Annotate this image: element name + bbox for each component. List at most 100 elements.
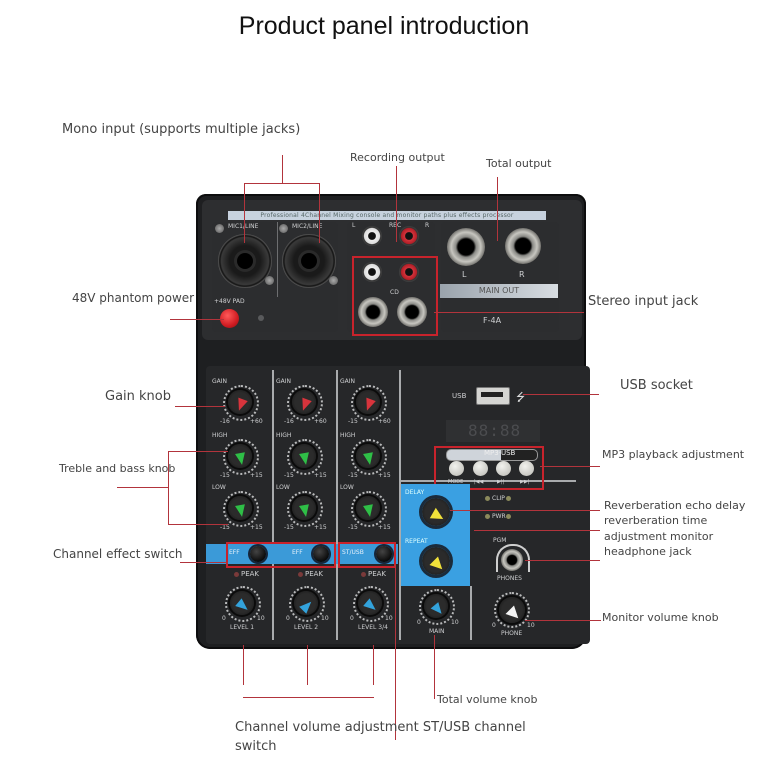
stereo-in-left-jack[interactable]	[358, 297, 388, 327]
callout-line	[168, 451, 169, 524]
knob-pointer	[299, 598, 315, 614]
ch3-low-knob[interactable]	[356, 496, 380, 520]
ch1-peak-led	[234, 572, 239, 577]
ch3-st-usb-switch[interactable]	[376, 546, 392, 562]
callout-recording-output: Recording output	[350, 151, 445, 164]
play-label: ▶||	[497, 479, 505, 485]
repeat-label: REPEAT	[405, 538, 428, 545]
ch2-low-knob[interactable]	[292, 496, 316, 520]
ch1-level-min: 0	[222, 615, 226, 622]
callout-line	[168, 524, 228, 525]
ch3-high-knob[interactable]	[356, 444, 380, 468]
prev-label: |◀◀	[474, 479, 484, 485]
main-volume-knob[interactable]	[424, 594, 448, 618]
ch2-level-knob[interactable]	[294, 591, 318, 615]
monitor-volume-knob[interactable]	[499, 597, 525, 623]
knob-pointer	[299, 452, 311, 466]
usb-port-slot	[481, 392, 503, 397]
main-knob-scale	[419, 589, 455, 625]
ch3-peak-label: PEAK	[368, 570, 387, 578]
mic1-combo-jack[interactable]	[218, 234, 272, 288]
pwr-label: PWR	[492, 513, 506, 520]
ch2-high-label: HIGH	[276, 432, 292, 439]
ch3-low-min: -15	[348, 524, 358, 531]
headphone-jack[interactable]	[501, 549, 523, 571]
pwr-led-2	[506, 514, 511, 519]
screw-icon	[279, 224, 288, 233]
callout-line	[175, 406, 225, 407]
ch2-high-max: +15	[314, 472, 327, 479]
ch1-low-min: -15	[220, 524, 230, 531]
ch2-gain-knob[interactable]	[292, 390, 316, 414]
ch3-level-knob[interactable]	[358, 591, 382, 615]
ch3-gain-max: +60	[378, 418, 391, 425]
main-out-right-jack[interactable]	[505, 228, 541, 264]
callout-reverb-4: headphone jack	[604, 545, 692, 558]
ch1-gain-label: GAIN	[212, 378, 228, 385]
callout-line	[497, 177, 498, 241]
stereo-input-highlight	[352, 256, 438, 336]
ch1-level-scale	[225, 586, 261, 622]
ch1-low-label: LOW	[212, 484, 226, 491]
callout-channel-effect: Channel effect switch	[53, 547, 183, 561]
stereo-in-right-jack[interactable]	[397, 297, 427, 327]
ch3-gain-label: GAIN	[340, 378, 356, 385]
ch1-high-label: HIGH	[212, 432, 228, 439]
rec-out-left-rca[interactable]	[362, 226, 382, 246]
ch1-high-knob[interactable]	[228, 444, 252, 468]
mp3-play-pause-button[interactable]	[496, 461, 511, 476]
knob-pointer	[298, 397, 312, 413]
ch2-eff-switch[interactable]	[313, 546, 329, 562]
callout-treble-bass: Treble and bass knob	[59, 462, 176, 475]
mp3-next-button[interactable]	[519, 461, 534, 476]
ch2-level-scale	[289, 586, 325, 622]
ch2-gain-max: +60	[314, 418, 327, 425]
phantom-power-button[interactable]	[220, 309, 239, 328]
ch3-high-scale	[351, 439, 387, 475]
callout-line	[243, 645, 244, 685]
ch1-level-knob[interactable]	[230, 591, 254, 615]
callout-line	[434, 312, 584, 313]
delay-knob[interactable]	[422, 498, 450, 526]
ch3-stusb-label: ST/USB	[342, 549, 364, 556]
page-title: Product panel introduction	[238, 12, 530, 40]
ch3-gain-knob[interactable]	[356, 390, 380, 414]
ch2-low-max: +15	[314, 524, 327, 531]
callout-total-output: Total output	[486, 157, 552, 170]
callout-line	[282, 155, 283, 183]
cd-label: CD	[390, 289, 399, 296]
knob-pointer	[235, 598, 251, 614]
control-surface	[206, 366, 590, 644]
mp3-prev-button[interactable]	[473, 461, 488, 476]
screw-icon	[215, 224, 224, 233]
ch1-eff-label: EFF	[229, 549, 240, 556]
rec-out-right-rca[interactable]	[399, 226, 419, 246]
phantom-led	[258, 315, 264, 321]
ch1-gain-knob[interactable]	[228, 390, 252, 414]
callout-line	[168, 451, 228, 452]
ch3-peak-led	[361, 572, 366, 577]
callout-line	[395, 565, 396, 740]
callout-line	[396, 166, 397, 242]
channel-divider	[272, 370, 274, 640]
rec-label: REC	[389, 222, 401, 229]
ch2-gain-scale	[287, 385, 323, 421]
repeat-knob[interactable]	[422, 547, 450, 575]
ch2-high-knob[interactable]	[292, 444, 316, 468]
mp3-mode-button[interactable]	[449, 461, 464, 476]
ch1-gain-max: +60	[250, 418, 263, 425]
cd-in-right-rca[interactable]	[399, 262, 419, 282]
callout-line	[540, 466, 600, 467]
callout-gain-knob: Gain knob	[105, 389, 171, 404]
phantom-label: +48V PAD	[214, 298, 245, 305]
callout-reverb-2: reverberation time	[604, 514, 708, 527]
callout-line	[180, 562, 228, 563]
callout-line	[170, 319, 224, 320]
cd-in-left-rca[interactable]	[362, 262, 382, 282]
phone-max: 10	[527, 622, 535, 629]
main-out-left-jack[interactable]	[447, 228, 485, 266]
mic2-combo-jack[interactable]	[282, 234, 336, 288]
ch1-low-knob[interactable]	[228, 496, 252, 520]
callout-line	[373, 645, 374, 685]
ch1-eff-switch[interactable]	[250, 546, 266, 562]
